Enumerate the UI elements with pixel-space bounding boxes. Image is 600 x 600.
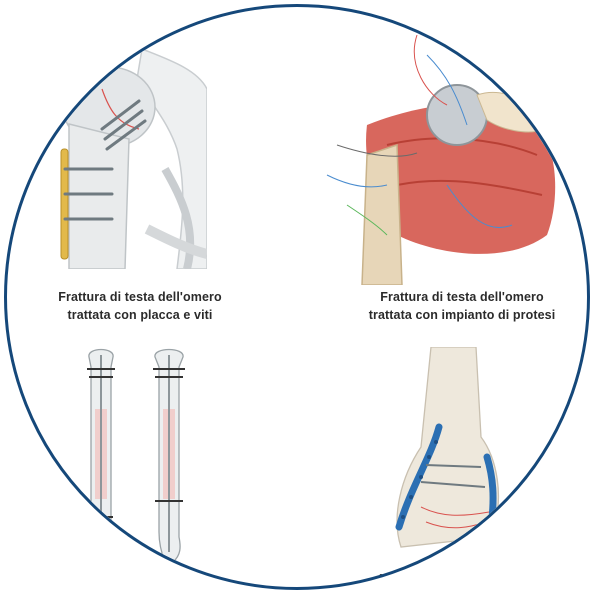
caption-line-1: Frattura di testa dell'omero [58, 290, 222, 304]
caption-prosthesis: Frattura di testa dell'omero trattata co… [337, 288, 587, 324]
illustration-humerus-nail [77, 347, 207, 567]
caption-plate-screws: Frattura di testa dell'omero trattata co… [35, 288, 245, 324]
illustration-prosthesis [307, 35, 577, 285]
caption-line-2: trattata con placca e viti [67, 308, 213, 322]
caption-line-2: trattata con impianto di protesi [368, 308, 556, 322]
caption-distal-partial: Frattura [379, 572, 427, 586]
illustration-plate-screws [47, 29, 207, 269]
caption-humerus-partial: Omero [179, 572, 220, 586]
caption-line-1: Frattura di testa dell'omero [380, 290, 544, 304]
illustration-distal-humerus [381, 347, 521, 567]
circular-frame: Frattura di testa dell'omero trattata co… [4, 4, 590, 590]
